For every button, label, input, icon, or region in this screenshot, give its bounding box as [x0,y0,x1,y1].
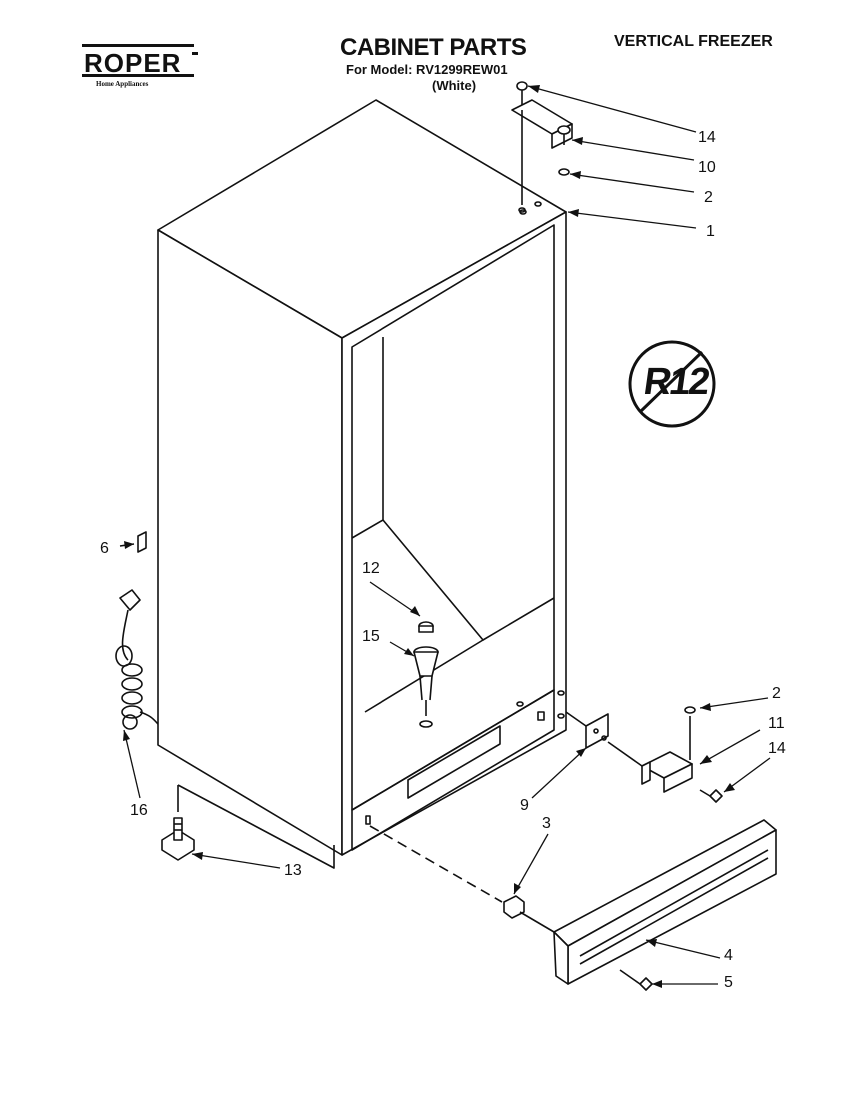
part-6-clip [119,531,147,553]
leader-arrowheads [123,85,735,988]
r12-badge-text: R12 [641,361,711,403]
part-13-leveling-leg [161,817,195,861]
callout-2-top: 2 [704,189,713,206]
callout-1: 1 [706,223,715,240]
part-11-bottom-hinge [641,706,696,793]
page-title: CABINET PARTS [340,34,527,61]
part-12-15-drain [413,621,439,728]
part-5-screw [619,969,653,991]
callout-3: 3 [542,815,551,832]
callout-15: 15 [362,628,380,645]
callout-11: 11 [768,715,785,732]
part-14-screw-lower [699,789,723,803]
logo-frame [82,44,198,77]
part-9-plate [565,711,643,767]
callout-5: 5 [724,974,733,991]
part-16-power-cord [115,589,159,730]
appliance-category: VERTICAL FREEZER [614,33,773,50]
callout-12: 12 [362,560,380,577]
callout-6: 6 [100,540,109,557]
top-hinge-assembly [511,81,573,213]
part-4-grille [519,819,777,985]
callout-4: 4 [724,947,733,964]
brand-logo: ROPER Home Appliances [80,40,200,92]
brand-logo-word: ROPER [84,48,182,78]
leader-lines [123,85,771,985]
callout-16: 16 [130,802,148,819]
r12-badge [628,340,716,428]
callout-2-bottom: 2 [772,685,781,702]
base-rail [177,784,335,869]
callout-14-top: 14 [698,129,716,146]
model-color: (White) [432,78,477,93]
brand-logo-subtitle: Home Appliances [96,80,149,88]
callout-13: 13 [284,862,302,879]
callout-9: 9 [520,797,529,814]
cabinet-body [157,99,567,856]
callout-10: 10 [698,159,716,176]
callout-14-bottom: 14 [768,740,786,757]
model-number: For Model: RV1299REW01 [346,62,508,77]
part-3-clip [369,825,525,919]
